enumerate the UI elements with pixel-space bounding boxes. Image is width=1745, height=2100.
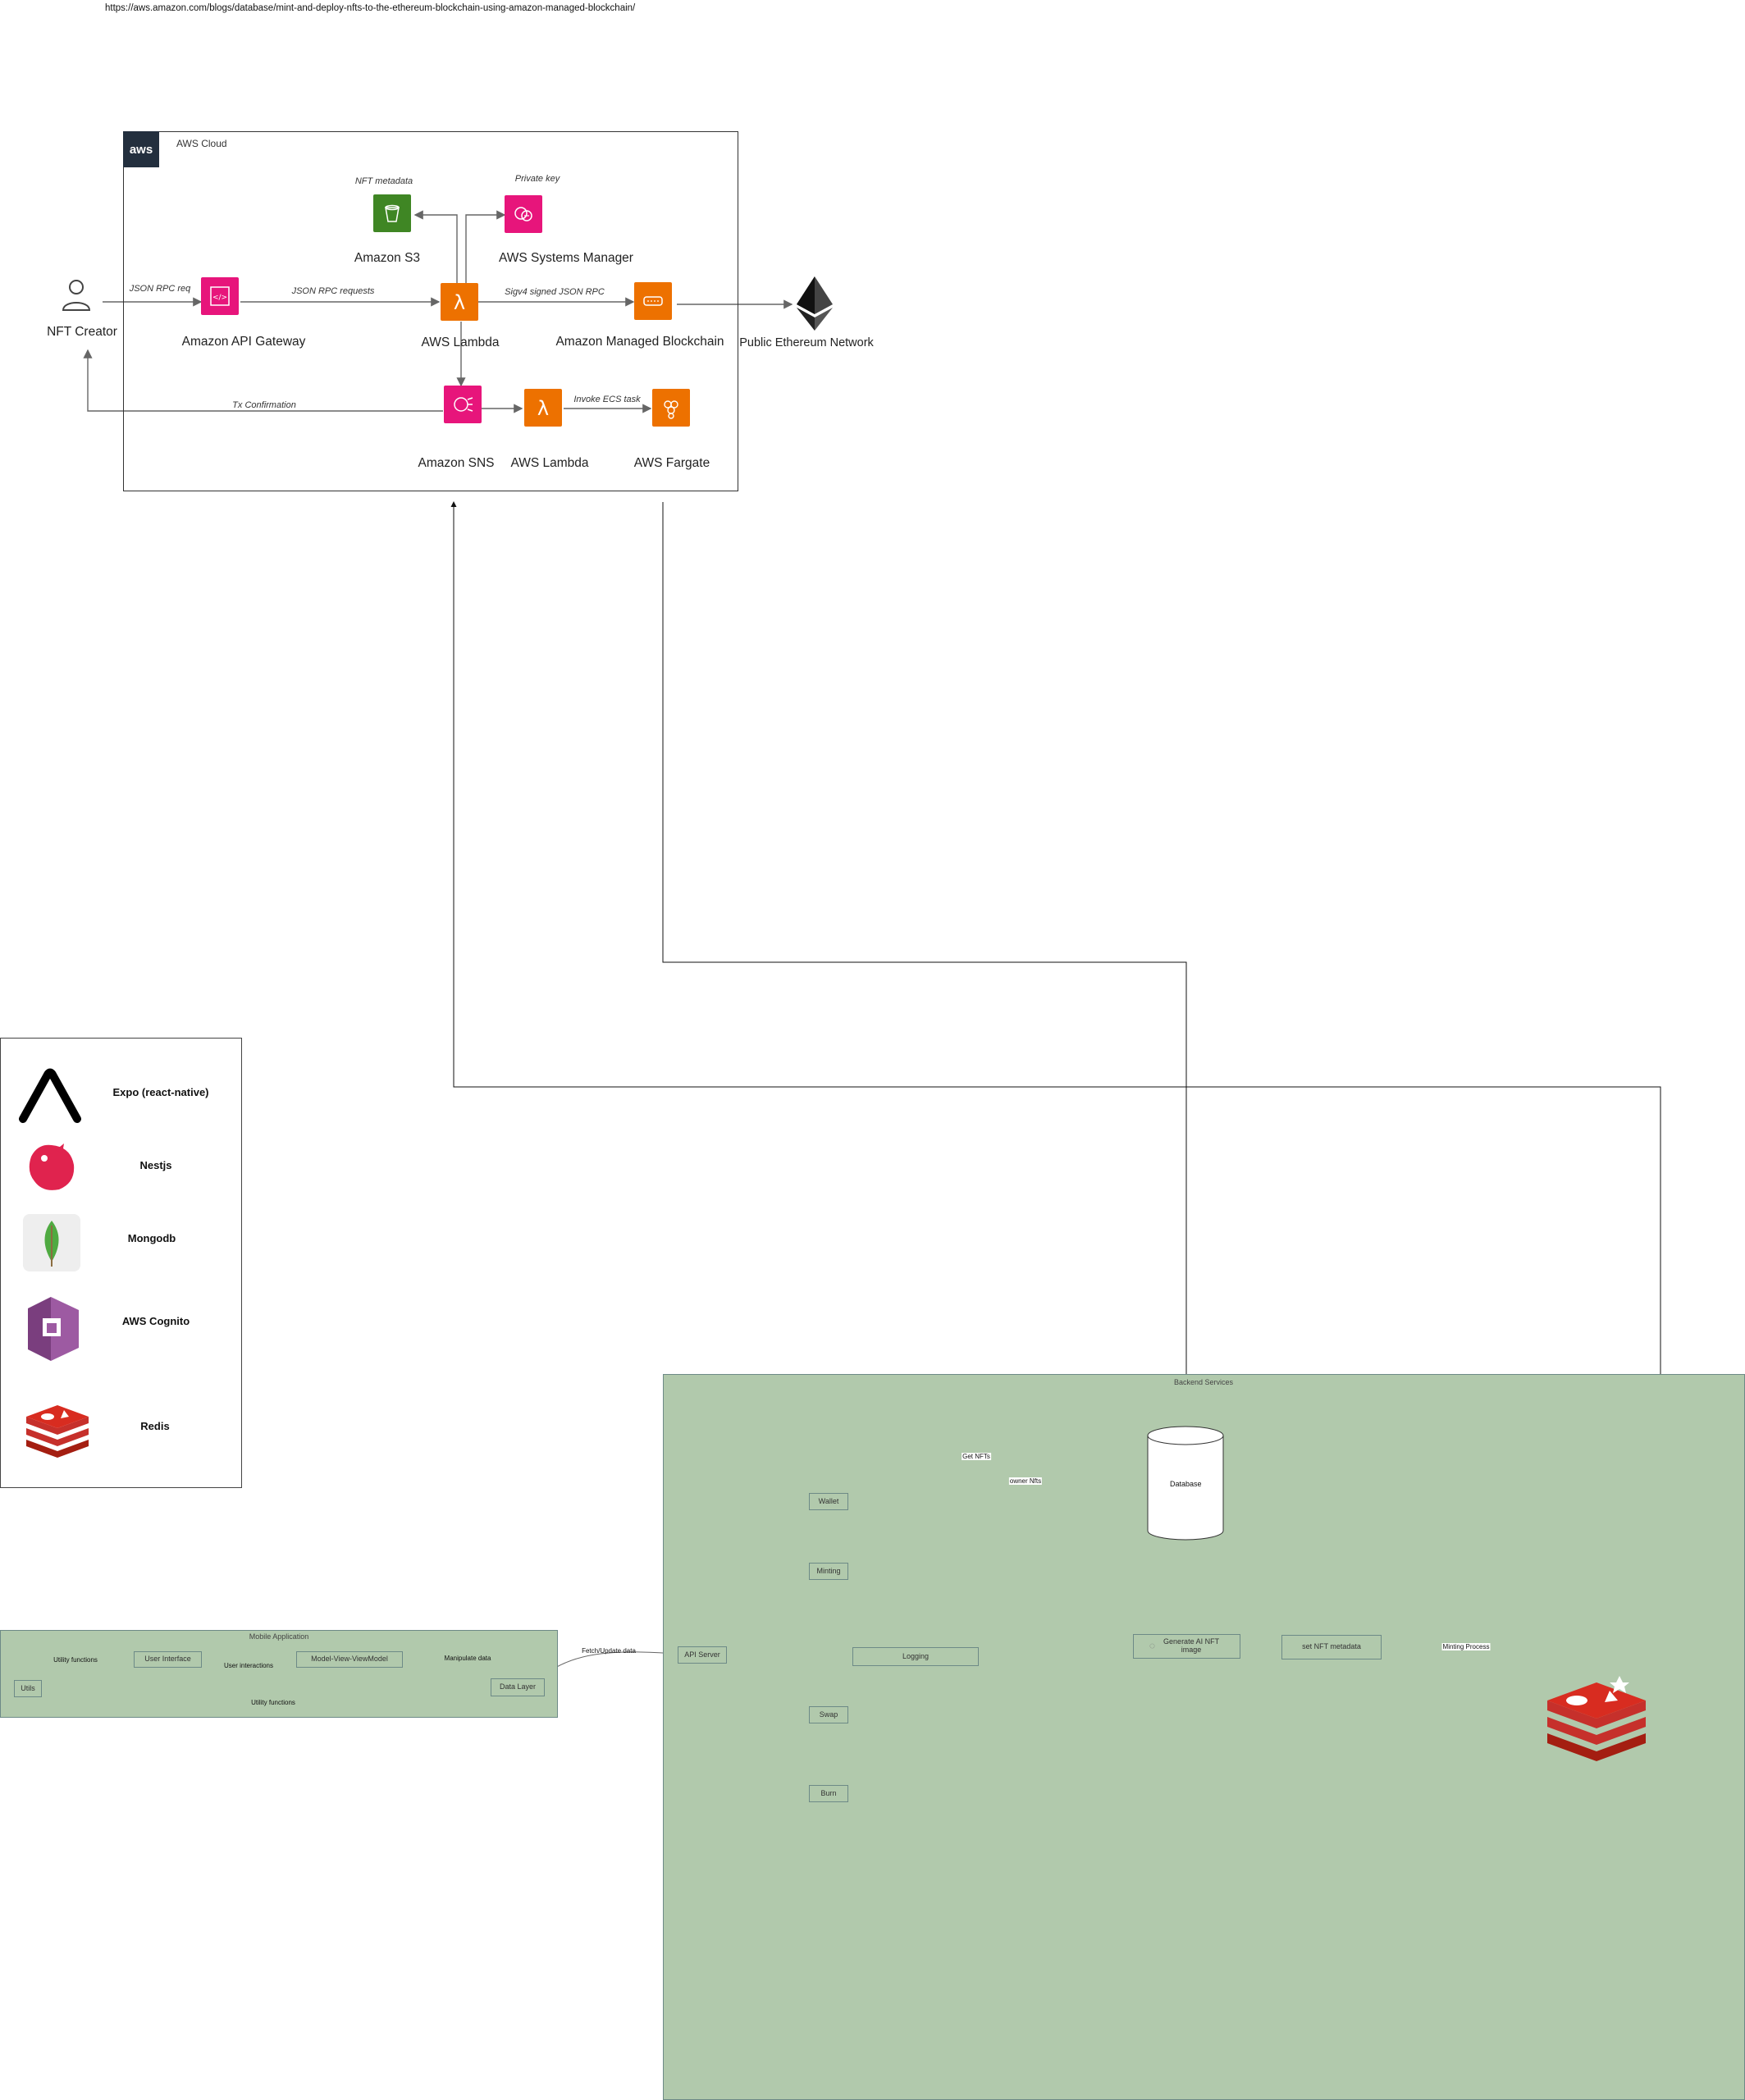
database-cylinder[interactable] (1147, 1426, 1224, 1541)
lambda-main-label: AWS Lambda (421, 336, 500, 349)
tech-stack-legend (0, 1038, 242, 1488)
api-server-node[interactable]: API Server (678, 1646, 727, 1664)
invoke-ecs-label: Invoke ECS task (573, 395, 641, 404)
api-gateway-icon: </> (201, 277, 239, 315)
get-nfts-label: Get NFTs (962, 1453, 991, 1460)
source-url[interactable]: https://aws.amazon.com/blogs/database/mi… (105, 3, 636, 13)
database-label: Database (1170, 1480, 1202, 1488)
sns-label: Amazon SNS (418, 456, 495, 470)
svg-text:λ: λ (537, 397, 549, 420)
mobile-application-title: Mobile Application (249, 1632, 309, 1641)
api-gateway-label: Amazon API Gateway (181, 335, 306, 349)
user-interface-node[interactable]: User Interface (134, 1651, 202, 1668)
managed-blockchain-label: Amazon Managed Blockchain (555, 335, 724, 349)
aws-logo-icon: aws (123, 131, 159, 167)
s3-icon (373, 194, 411, 232)
data-layer-node[interactable]: Data Layer (491, 1678, 545, 1696)
legend-label-cognito: AWS Cognito (121, 1315, 190, 1327)
owner-nfts-label: owner Nfts (1008, 1477, 1043, 1485)
mvvm-node[interactable]: Model-View-ViewModel (296, 1651, 403, 1668)
backend-services-title: Backend Services (1173, 1378, 1234, 1386)
fargate-icon (652, 389, 690, 427)
redis-legend-icon (23, 1399, 92, 1458)
sns-icon (444, 386, 482, 423)
ai-image-icon: ◌ (1149, 1640, 1156, 1652)
mobile-application-region (0, 1630, 558, 1718)
json-rpc-req-label: JSON RPC req (129, 284, 191, 294)
minting-node[interactable]: Minting (809, 1563, 848, 1580)
expo-icon (18, 1066, 82, 1124)
swap-node[interactable]: Swap (809, 1706, 848, 1723)
wallet-node[interactable]: Wallet (809, 1493, 848, 1510)
user-interactions-label: User interactions (223, 1662, 274, 1669)
user-icon (59, 277, 94, 312)
mongodb-icon (23, 1214, 80, 1271)
fetch-update-label: Fetch/Update data (582, 1647, 636, 1655)
aws-cloud-boundary (123, 131, 738, 491)
nestjs-icon (23, 1140, 80, 1194)
lambda-icon: λ (441, 283, 478, 321)
json-rpc-requests-label: JSON RPC requests (291, 286, 375, 296)
legend-label-nestjs: Nestjs (139, 1159, 172, 1171)
manipulate-data-label: Manipulate data (444, 1655, 491, 1662)
private-key-label: Private key (514, 174, 560, 184)
lambda-second-icon: λ (524, 389, 562, 427)
cognito-icon (23, 1294, 84, 1364)
tx-confirmation-label: Tx Confirmation (232, 400, 296, 410)
s3-label: Amazon S3 (354, 251, 421, 265)
systems-manager-label: AWS Systems Manager (499, 251, 633, 265)
minting-process-label: Minting Process (1441, 1643, 1491, 1650)
svg-text:</>: </> (212, 294, 227, 302)
legend-label-redis: Redis (140, 1420, 170, 1432)
utility-functions-top-label: Utility functions (53, 1656, 98, 1664)
fargate-label: AWS Fargate (633, 456, 710, 470)
legend-label-mongodb: Mongodb (127, 1232, 176, 1244)
generate-ai-node[interactable]: ◌ Generate AI NFT image (1133, 1634, 1240, 1659)
ethereum-icon (794, 275, 835, 332)
svg-text:λ: λ (454, 291, 465, 314)
sigv4-label: Sigv4 signed JSON RPC (505, 287, 605, 297)
logging-node[interactable]: Logging (852, 1647, 979, 1666)
ethereum-label: Public Ethereum Network (739, 336, 874, 349)
generate-ai-label: Generate AI NFT image (1163, 1637, 1220, 1654)
managed-blockchain-icon (634, 282, 672, 320)
legend-label-expo: Expo (react-native) (112, 1086, 209, 1098)
redis-cache-icon (1544, 1671, 1649, 1761)
nft-creator-label: NFT Creator (47, 325, 117, 339)
utils-node[interactable]: Utils (14, 1680, 42, 1697)
nft-metadata-label: NFT metadata (354, 176, 413, 186)
lambda-second-label: AWS Lambda (510, 456, 589, 470)
aws-cloud-label: AWS Cloud (176, 138, 227, 149)
burn-node[interactable]: Burn (809, 1785, 848, 1802)
utility-functions-bottom-label: Utility functions (251, 1699, 295, 1706)
set-metadata-node[interactable]: set NFT metadata (1281, 1635, 1382, 1659)
systems-manager-icon (505, 195, 542, 233)
